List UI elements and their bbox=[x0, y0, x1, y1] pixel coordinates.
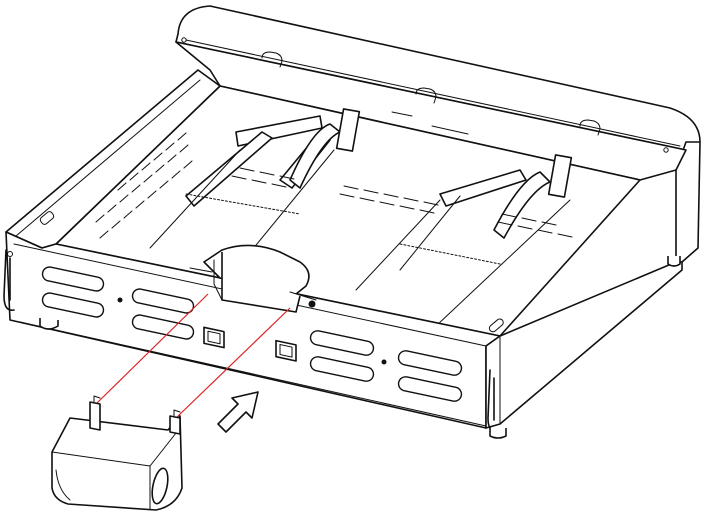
left-wall-vents bbox=[95, 132, 193, 239]
foot-left bbox=[39, 318, 59, 330]
foot-right bbox=[489, 428, 507, 439]
front-slots bbox=[41, 266, 463, 402]
floor-vents bbox=[231, 167, 573, 238]
foot-back-right bbox=[667, 256, 681, 267]
left-hook bbox=[3, 249, 15, 312]
knob-openings bbox=[203, 326, 297, 362]
alignment-guides bbox=[95, 293, 291, 419]
burner-right bbox=[355, 154, 573, 327]
griddle-base bbox=[3, 5, 701, 439]
grease-cup bbox=[51, 395, 183, 511]
burner-left bbox=[149, 108, 361, 251]
grease-tray-bracket bbox=[189, 244, 317, 313]
insert-arrow-icon bbox=[217, 391, 259, 433]
